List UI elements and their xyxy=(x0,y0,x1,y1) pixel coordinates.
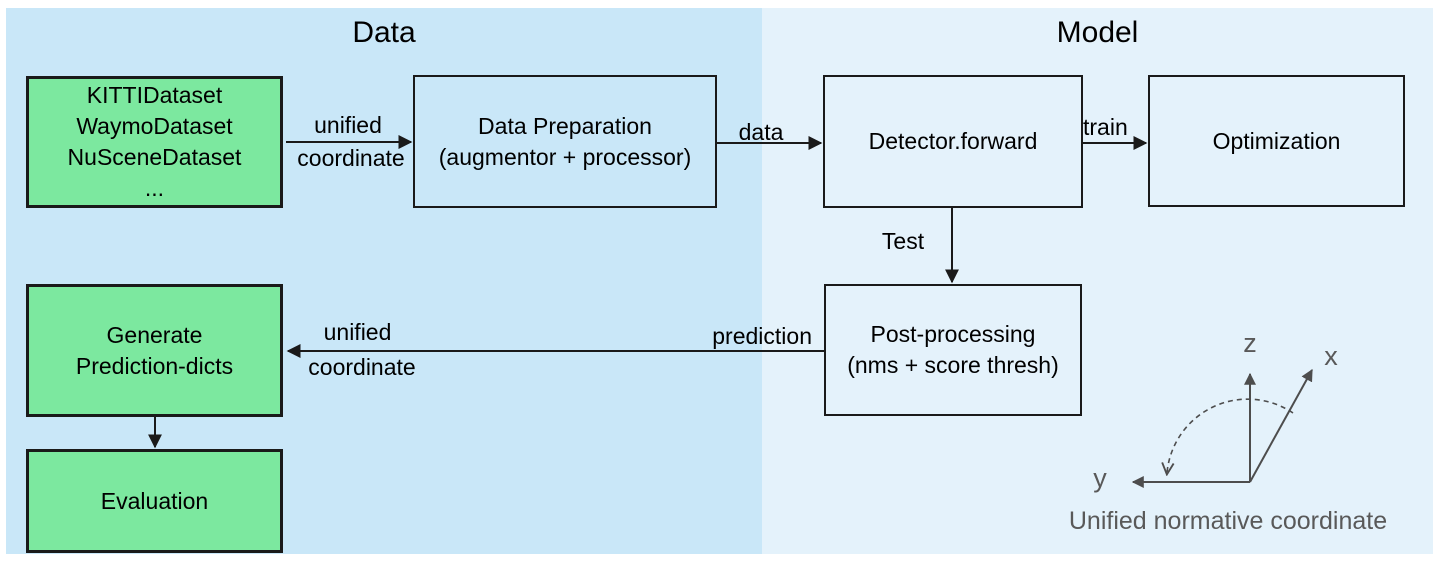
generate-prediction-dicts-box: Generate Prediction-dicts xyxy=(26,284,283,417)
model-section-title: Model xyxy=(1056,16,1139,49)
detector-forward-label: Detector.forward xyxy=(868,128,1038,154)
data-preparation-line-1: Data Preparation xyxy=(478,112,652,139)
datasets-line-1: KITTIDataset xyxy=(86,82,223,108)
edge-label-data: data xyxy=(738,119,784,145)
post-processing-box: Post-processing (nms + score thresh) xyxy=(824,284,1082,416)
edge-label-test: Test xyxy=(881,228,925,254)
datasets-line-2: WaymoDataset xyxy=(76,113,233,139)
optimization-label: Optimization xyxy=(1212,127,1341,154)
axis-x xyxy=(1249,368,1313,483)
rotation-arc xyxy=(1167,398,1294,473)
datasets-line-4: ... xyxy=(144,175,165,201)
axes-caption: Unified normative coordinate xyxy=(1068,507,1388,535)
datasets-box: KITTIDataset WaymoDataset NuSceneDataset… xyxy=(26,76,283,208)
edge-label-unified-top: unified xyxy=(314,112,382,138)
axis-x-label: x xyxy=(1324,341,1338,371)
detector-forward-box: Detector.forward xyxy=(823,75,1083,208)
datasets-line-3: NuSceneDataset xyxy=(67,144,242,170)
edge-label-unified-bottom: unified xyxy=(323,319,392,345)
post-processing-line-1: Post-processing xyxy=(870,321,1036,347)
generate-line-1: Generate xyxy=(106,321,203,348)
edge-label-coordinate-bottom: coordinate xyxy=(308,354,416,380)
generate-line-2: Prediction-dicts xyxy=(75,352,234,379)
edge-label-train: train xyxy=(1083,114,1128,140)
model-section-background xyxy=(762,8,1433,554)
post-processing-line-2: (nms + score thresh) xyxy=(847,352,1059,378)
edge-label-coordinate-top: coordinate xyxy=(297,145,405,171)
axis-y-label: y xyxy=(1093,463,1107,493)
data-section-title: Data xyxy=(352,16,416,49)
evaluation-box: Evaluation xyxy=(26,449,283,553)
data-preparation-line-2: (augmentor + processor) xyxy=(438,143,692,170)
edge-label-prediction: prediction xyxy=(712,323,812,349)
data-preparation-box: Data Preparation (augmentor + processor) xyxy=(413,75,717,208)
optimization-box: Optimization xyxy=(1148,75,1405,207)
evaluation-label: Evaluation xyxy=(100,487,209,514)
axis-z-label: z xyxy=(1243,328,1257,358)
